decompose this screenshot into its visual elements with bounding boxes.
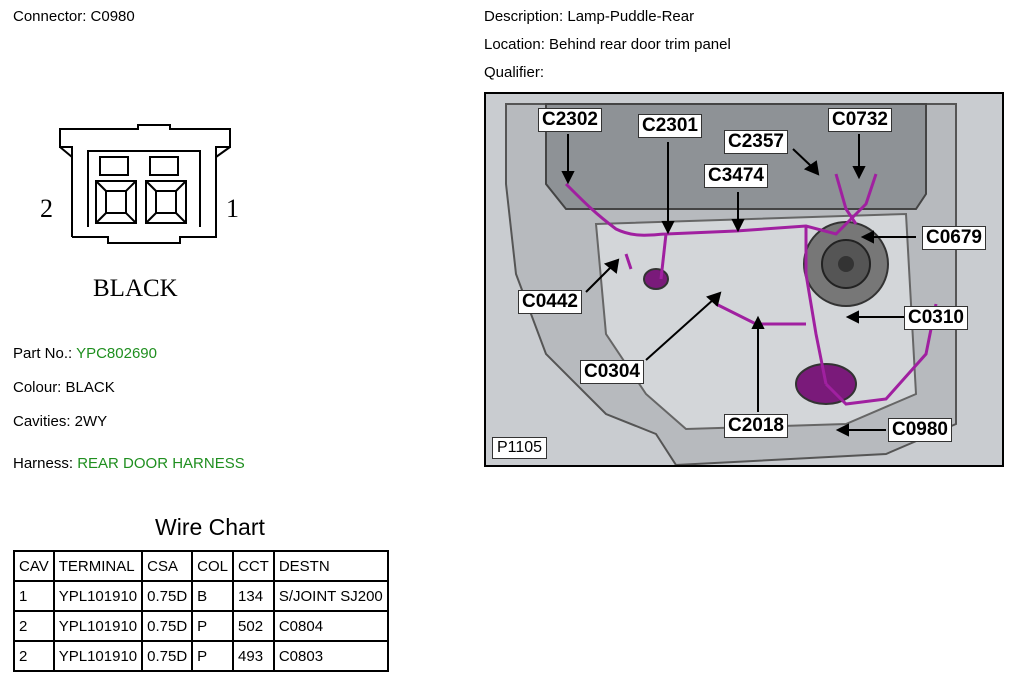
table-row: 2 YPL101910 0.75D P 493 C0803 bbox=[13, 640, 389, 672]
part-number: Part No.: YPC802690 bbox=[13, 345, 157, 362]
col-header-col: COL bbox=[191, 550, 235, 582]
callout-c0310: C0310 bbox=[904, 306, 968, 330]
pin-1-label: 1 bbox=[226, 194, 239, 223]
wire-chart-header-row: CAV TERMINAL CSA COL CCT DESTN bbox=[13, 550, 389, 582]
callout-c2357: C2357 bbox=[724, 130, 788, 154]
col-header-cav: CAV bbox=[13, 550, 55, 582]
harness: Harness: REAR DOOR HARNESS bbox=[13, 455, 245, 472]
col-header-cct: CCT bbox=[232, 550, 275, 582]
table-row: 2 YPL101910 0.75D P 502 C0804 bbox=[13, 610, 389, 642]
cell-terminal: YPL101910 bbox=[52, 580, 144, 612]
location-diagram: C2302 C2301 C2357 C0732 C3474 C0679 C044… bbox=[484, 92, 1004, 467]
cell-destn: S/JOINT SJ200 bbox=[272, 580, 389, 612]
connector-label: Connector: C0980 bbox=[13, 8, 135, 25]
cell-col: P bbox=[191, 610, 235, 642]
callout-c0442: C0442 bbox=[518, 290, 582, 314]
col-header-csa: CSA bbox=[141, 550, 194, 582]
cell-cct: 134 bbox=[232, 580, 275, 612]
cell-csa: 0.75D bbox=[141, 580, 194, 612]
cell-cav: 1 bbox=[13, 580, 55, 612]
cell-terminal: YPL101910 bbox=[52, 610, 144, 642]
connector-color-label: BLACK bbox=[93, 275, 178, 302]
callout-c3474: C3474 bbox=[704, 164, 768, 188]
qualifier-label: Qualifier: bbox=[484, 64, 545, 81]
callout-c0304: C0304 bbox=[580, 360, 644, 384]
col-header-destn: DESTN bbox=[272, 550, 389, 582]
callout-c0980: C0980 bbox=[888, 418, 952, 442]
harness-label: Harness: bbox=[13, 455, 74, 472]
description-label: Description: Lamp-Puddle-Rear bbox=[484, 8, 695, 25]
part-number-label: Part No.: bbox=[13, 345, 73, 362]
cell-csa: 0.75D bbox=[141, 610, 194, 642]
part-number-link[interactable]: YPC802690 bbox=[76, 345, 157, 362]
cell-terminal: YPL101910 bbox=[52, 640, 144, 672]
colour-label: Colour: BLACK bbox=[13, 379, 115, 396]
cell-cav: 2 bbox=[13, 610, 55, 642]
cavities-label: Cavities: 2WY bbox=[13, 413, 108, 430]
cell-cct: 493 bbox=[232, 640, 275, 672]
harness-link[interactable]: REAR DOOR HARNESS bbox=[77, 455, 245, 472]
location-label: Location: Behind rear door trim panel bbox=[484, 36, 731, 53]
cell-col: B bbox=[191, 580, 235, 612]
wire-chart-title: Wire Chart bbox=[155, 514, 265, 540]
cell-col: P bbox=[191, 640, 235, 672]
callout-c2301: C2301 bbox=[638, 114, 702, 138]
connector-pinout-drawing bbox=[59, 124, 231, 244]
callout-c0679: C0679 bbox=[922, 226, 986, 250]
callout-c0732: C0732 bbox=[828, 108, 892, 132]
cell-csa: 0.75D bbox=[141, 640, 194, 672]
cell-cav: 2 bbox=[13, 640, 55, 672]
figure-id-badge: P1105 bbox=[492, 437, 548, 459]
cell-destn: C0803 bbox=[272, 640, 389, 672]
table-row: 1 YPL101910 0.75D B 134 S/JOINT SJ200 bbox=[13, 580, 389, 612]
col-header-terminal: TERMINAL bbox=[52, 550, 144, 582]
wire-chart-table: CAV TERMINAL CSA COL CCT DESTN 1 YPL1019… bbox=[13, 550, 389, 672]
pin-2-label: 2 bbox=[40, 194, 53, 223]
callout-c2302: C2302 bbox=[538, 108, 602, 132]
callout-c2018: C2018 bbox=[724, 414, 788, 438]
cell-destn: C0804 bbox=[272, 610, 389, 642]
cell-cct: 502 bbox=[232, 610, 275, 642]
